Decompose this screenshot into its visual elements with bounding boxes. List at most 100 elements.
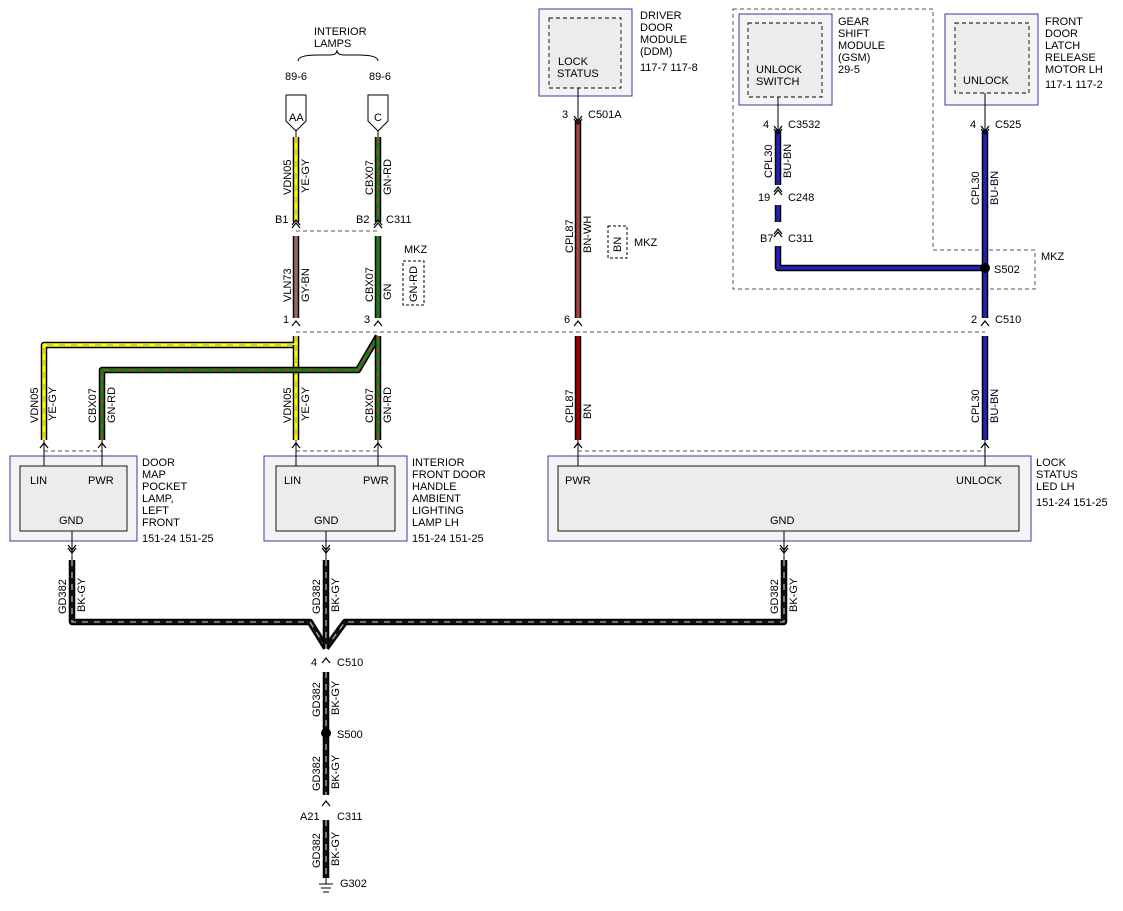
vdn05-handle-color: YE-GY — [300, 386, 312, 421]
interior-lamps-brace — [297, 49, 379, 62]
handle-name-5: LIGHTING — [412, 505, 464, 517]
handle-name-2: FRONT DOOR — [412, 469, 486, 481]
gd382-led-circuit: GD382 — [769, 579, 781, 614]
cpl87-led-color: BN — [582, 404, 594, 419]
latch-name-5: MOTOR LH — [1045, 64, 1103, 76]
alt-color-box-cbx07 — [402, 260, 425, 306]
handle-pin-pwr: PWR — [363, 475, 389, 487]
c510-ground-pin: 4 — [311, 657, 317, 669]
c248-name: C248 — [788, 192, 814, 204]
vdn05-top-color: YE-GY — [300, 158, 312, 193]
c510-pin-3: 3 — [364, 314, 370, 326]
wire-cpl30-gsm[interactable] — [774, 130, 985, 272]
ddm-pin-label-2: STATUS — [557, 68, 599, 80]
cpl30-led-color: BU-BN — [989, 389, 1001, 423]
map-name-1: DOOR — [142, 457, 175, 469]
splice-s500[interactable] — [321, 728, 331, 738]
vdn05-top-circuit: VDN05 — [282, 160, 294, 195]
led-name-1: LOCK — [1036, 457, 1067, 469]
s500-label: S500 — [337, 729, 363, 741]
ddm-refs: 117-7 117-8 — [640, 62, 698, 74]
map-pin-pwr: PWR — [88, 475, 114, 487]
ref-c: 89-6 — [369, 71, 391, 83]
latch-pin-label: UNLOCK — [963, 75, 1010, 87]
c248-pin: 19 — [758, 192, 770, 204]
s502-label: S502 — [994, 264, 1020, 276]
gsm-pin-label-1: UNLOCK — [756, 64, 803, 76]
c510-top-name: C510 — [995, 314, 1021, 326]
interior-lamps-label-2: LAMPS — [314, 38, 351, 50]
c3532-name: C3532 — [788, 119, 820, 131]
latch-name-2: DOOR — [1045, 28, 1078, 40]
gd382-g1-circuit: GD382 — [311, 682, 323, 717]
tag-aa-label: AA — [289, 112, 304, 124]
mkz-label-cbx07: MKZ — [404, 244, 428, 256]
gd382-g1-color: BK-GY — [330, 680, 342, 715]
handle-pin-lin: LIN — [284, 475, 301, 487]
gd382-map-color: BK-GY — [76, 577, 88, 612]
alt-color-box-cpl87 — [607, 225, 628, 259]
ddm-name-3: MODULE — [640, 34, 687, 46]
c525-name: C525 — [995, 119, 1021, 131]
map-refs: 151-24 151-25 — [142, 533, 214, 545]
ddm-name-4: (DDM) — [640, 46, 672, 58]
map-name-3: POCKET — [142, 481, 188, 493]
c501a-name: C501A — [588, 109, 622, 121]
gsm-pin-label-2: SWITCH — [756, 76, 799, 88]
lead-lines — [43, 88, 986, 560]
wire-vdn05-harness[interactable] — [40, 336, 300, 440]
g302-label: G302 — [340, 878, 367, 890]
map-name-6: FRONT — [142, 517, 180, 529]
wire-gd382-ground[interactable] — [68, 560, 788, 878]
vdn05-map-circuit: VDN05 — [29, 388, 41, 423]
cbx07-handle-circuit: CBX07 — [364, 388, 376, 423]
c510-pin-1: 1 — [283, 314, 289, 326]
tag-c-label: C — [374, 112, 382, 124]
map-name-2: MAP — [142, 469, 166, 481]
gd382-g2-circuit: GD382 — [311, 756, 323, 791]
handle-name-4: AMBIENT — [412, 493, 461, 505]
cpl30-led-circuit: CPL30 — [970, 389, 982, 423]
led-pin-pwr: PWR — [565, 475, 591, 487]
gsm-name-1: GEAR — [838, 16, 869, 28]
map-lamp-module — [9, 455, 138, 542]
vdn05-map-color: YE-GY — [47, 386, 59, 421]
ddm-name-1: DRIVER — [640, 10, 682, 22]
latch-name-4: RELEASE — [1045, 52, 1096, 64]
gd382-g3-color: BK-GY — [330, 831, 342, 866]
gd382-g3-circuit: GD382 — [311, 833, 323, 868]
ref-aa: 89-6 — [285, 71, 307, 83]
splice-s502[interactable] — [980, 263, 990, 273]
gd382-map-circuit: GD382 — [57, 579, 69, 614]
cpl30-gsm-circuit: CPL30 — [763, 144, 775, 178]
interior-lamps-label-1: INTERIOR — [314, 26, 367, 38]
ground-g302-icon — [319, 878, 333, 893]
c311-ground-name: C311 — [337, 811, 362, 823]
connector-tag-c — [367, 94, 389, 132]
map-pin-lin: LIN — [30, 475, 47, 487]
handle-name-1: INTERIOR — [412, 457, 465, 469]
handle-refs: 151-24 151-25 — [412, 533, 484, 545]
c510-pin-2: 2 — [971, 314, 977, 326]
led-refs: 151-24 151-25 — [1036, 497, 1108, 509]
map-name-4: LAMP, — [142, 493, 174, 505]
gsm-name-4: (GSM) — [838, 52, 870, 64]
cbx07-mid-circuit: CBX07 — [364, 267, 376, 302]
c525-pin: 4 — [970, 119, 976, 131]
vln73-circuit: VLN73 — [282, 268, 294, 302]
wire-cbx07-harness[interactable] — [98, 334, 382, 440]
handle-pin-gnd: GND — [314, 515, 339, 527]
led-name-2: STATUS — [1036, 469, 1078, 481]
connector-tag-aa — [285, 94, 307, 132]
cbx07-mid-alt-color: GN-RD — [408, 266, 420, 302]
latch-name-1: FRONT — [1045, 16, 1083, 28]
gd382-led-color: BK-GY — [788, 577, 800, 612]
gsm-name-2: SHIFT — [838, 28, 870, 40]
latch-motor — [944, 13, 1039, 106]
led-name-3: LED LH — [1036, 481, 1075, 493]
ddm-name-2: DOOR — [640, 22, 673, 34]
mkz-option-outline — [732, 8, 1036, 290]
latch-name-3: LATCH — [1045, 40, 1080, 52]
cbx07-map-color: GN-RD — [106, 387, 118, 423]
c501a-pin: 3 — [562, 109, 568, 121]
